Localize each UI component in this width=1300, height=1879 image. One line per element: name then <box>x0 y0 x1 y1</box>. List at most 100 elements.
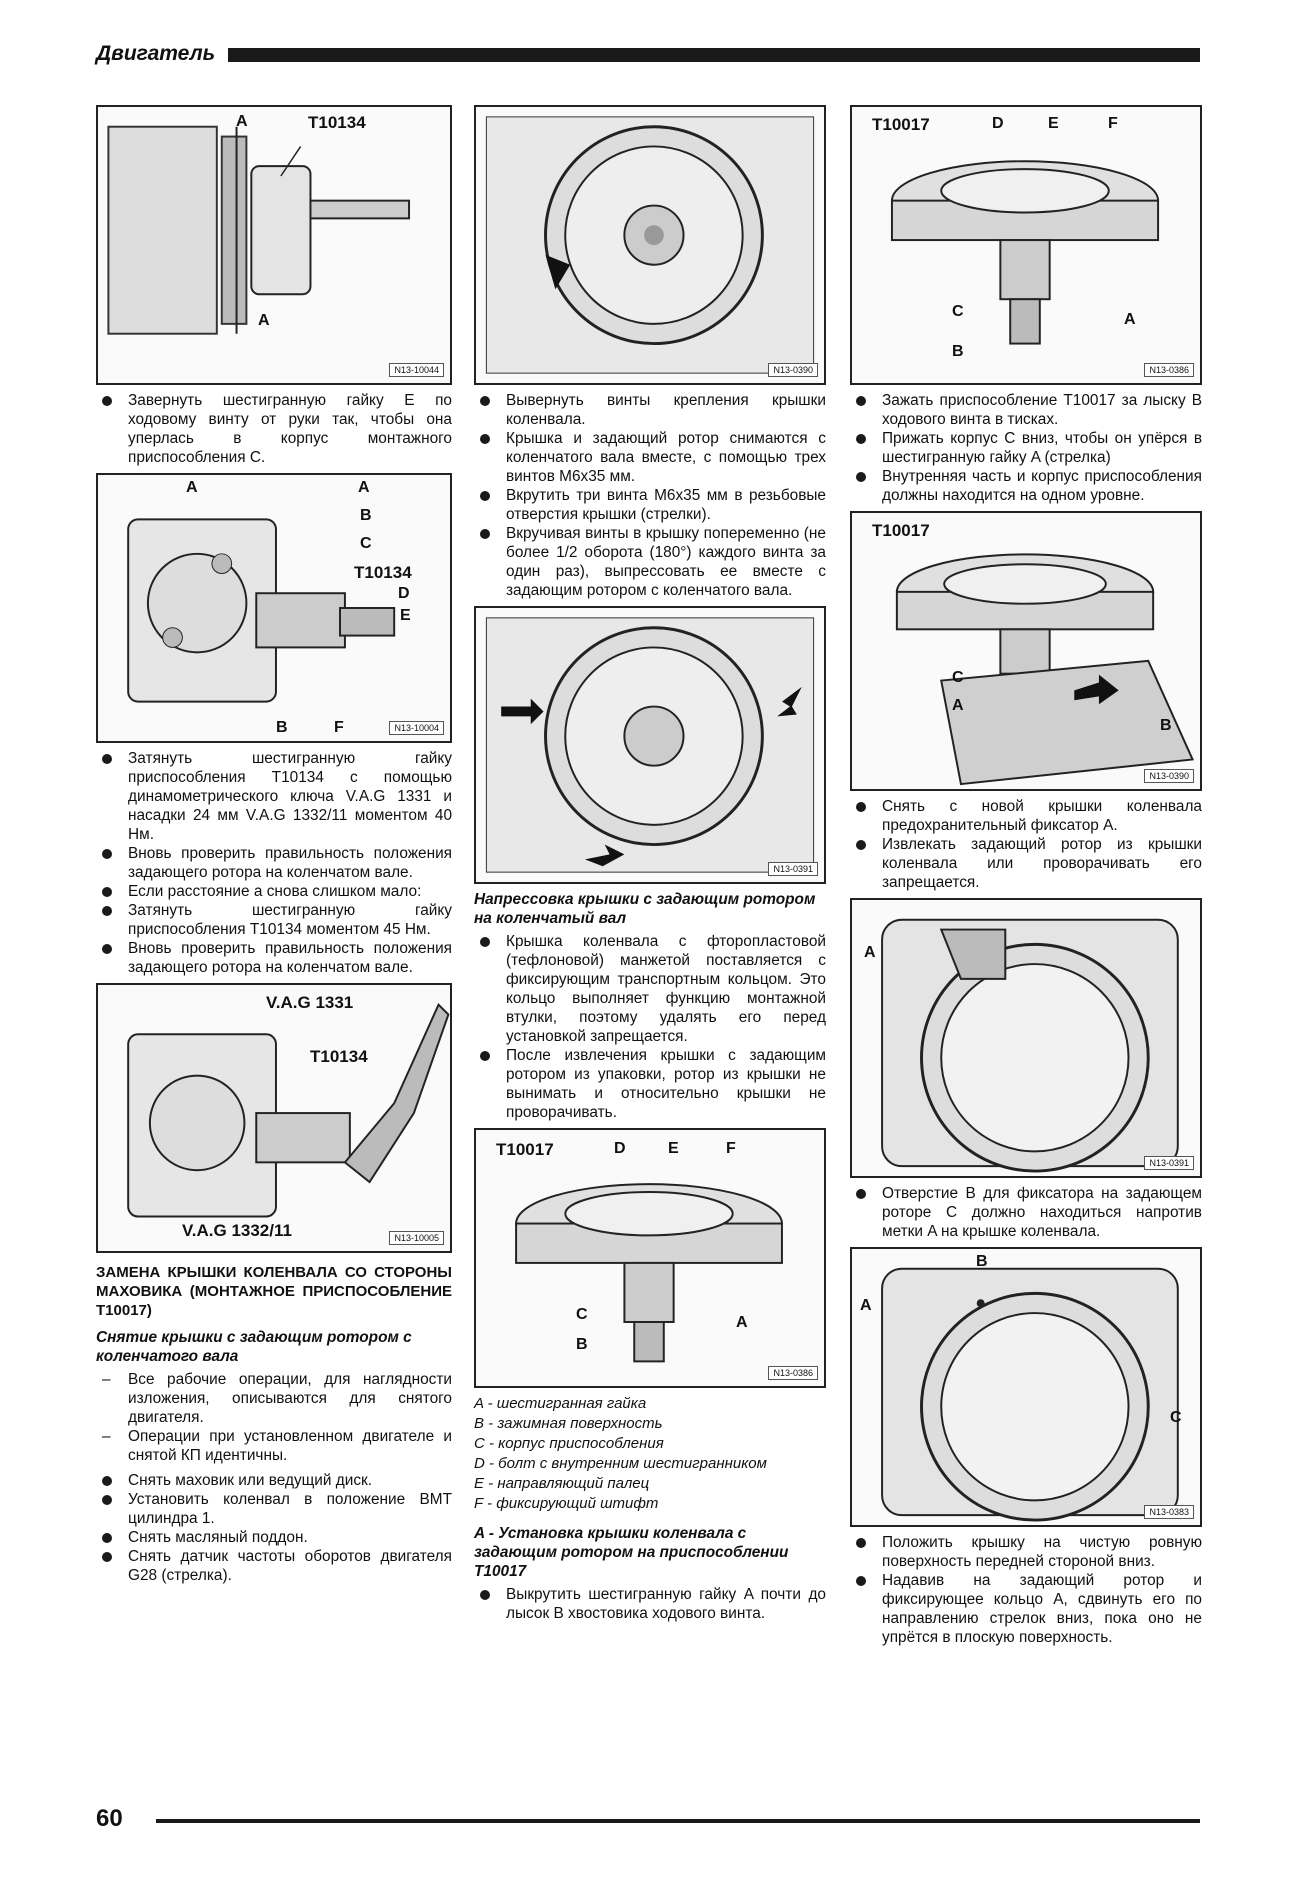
list-item: Снять датчик частоты оборотов двигателя … <box>96 1547 452 1585</box>
list-item: Все рабочие операции, для наглядности из… <box>96 1370 452 1427</box>
list-item: Вкрутить три винта M6x35 мм в резьбовые … <box>474 486 826 524</box>
column-2: N13-0390 Вывернуть винты крепления крышк… <box>474 105 826 1629</box>
list-item: Положить крышку на чистую ровную поверхн… <box>850 1533 1202 1571</box>
figure-label: T10017 <box>496 1140 554 1159</box>
figure-label: B <box>360 507 372 524</box>
figure-label: E <box>400 607 411 624</box>
figure-label: C <box>360 535 372 552</box>
figure-label: T10017 <box>872 115 930 134</box>
instruction-list: Снять с новой крышки коленвала предохран… <box>850 797 1202 892</box>
figure-drawing <box>485 617 815 873</box>
figure-label: C <box>576 1306 588 1323</box>
figure-drawing <box>127 518 396 703</box>
instruction-list: Отверстие B для фиксатора на задающем ро… <box>850 1184 1202 1241</box>
section-heading: ЗАМЕНА КРЫШКИ КОЛЕНВАЛА СО СТОРОНЫ МАХОВ… <box>96 1264 452 1319</box>
subsection-heading: Снятие крышки с задающим ротором с колен… <box>96 1329 412 1365</box>
figure-tool-t10017: T10017 D E F C A B N13-0386 <box>474 1128 826 1388</box>
figure-code: N13-10005 <box>389 1231 444 1245</box>
figure-label: E <box>1048 115 1059 132</box>
figure-label: C <box>952 669 964 686</box>
list-item: Зажать приспособление T10017 за лыску B … <box>850 391 1202 429</box>
figure-label: C <box>1170 1409 1182 1426</box>
figure-label: C <box>952 303 964 320</box>
legend-item: D - болт с внутренним шестигранником <box>474 1455 767 1472</box>
legend-item: E - направляющий палец <box>474 1475 650 1492</box>
list-item: Извлекать задающий ротор из крышки колен… <box>850 835 1202 892</box>
figure-crankshaft-cover: N13-0390 <box>474 105 826 385</box>
figure-label: A <box>358 479 370 496</box>
figure-code: N13-10004 <box>389 721 444 735</box>
page-header: Двигатель <box>96 42 1200 68</box>
column-1: A T10134 A N13-10044 Завернуть шестигран… <box>96 105 452 1591</box>
figure-tool-t10134-side: A T10134 A N13-10044 <box>96 105 452 385</box>
list-item: Прижать корпус C вниз, чтобы он упёрся в… <box>850 429 1202 467</box>
instruction-list: Затянуть шестигранную гайку приспособлен… <box>96 749 452 977</box>
figure-label: E <box>668 1140 679 1157</box>
figure-drawing <box>890 160 1160 345</box>
figure-label: F <box>1108 115 1118 132</box>
list-item: После извлечения крышки с задающим ротор… <box>474 1046 826 1122</box>
instruction-list: Завернуть шестигранную гайку E по ходово… <box>96 391 452 467</box>
figure-label: V.A.G 1331 <box>266 993 354 1012</box>
figure-legend: A - шестигранная гайка B - зажимная пове… <box>474 1394 826 1514</box>
figure-label: A <box>236 113 248 130</box>
instruction-list: Положить крышку на чистую ровную поверхн… <box>850 1533 1202 1647</box>
list-item: Крышка и задающий ротор снимаются с коле… <box>474 429 826 486</box>
list-item: Установить коленвал в положение ВМТ цили… <box>96 1490 452 1528</box>
figure-torque-wrench: V.A.G 1331 T10134 V.A.G 1332/11 N13-1000… <box>96 983 452 1253</box>
figure-code: N13-0390 <box>768 363 818 377</box>
list-item: Вновь проверить правильность положения з… <box>96 844 452 882</box>
figure-label: B <box>276 719 288 736</box>
figure-drawing <box>127 1002 450 1218</box>
figure-tool-t10017-vise: T10017 C A B N13-0390 <box>850 511 1202 791</box>
subsection-heading: Напрессовка крышки с задающим ротором на… <box>474 891 816 927</box>
figure-tool-t10134-front: A A B C T10134 D E B F N13-10004 <box>96 473 452 743</box>
figure-label: D <box>614 1140 626 1157</box>
page-number: 60 <box>96 1805 123 1832</box>
figure-label: V.A.G 1332/11 <box>182 1221 292 1240</box>
list-item: Отверстие B для фиксатора на задающем ро… <box>850 1184 1202 1241</box>
figure-label: A <box>736 1314 748 1331</box>
instruction-list: Снять маховик или ведущий диск. Установи… <box>96 1471 452 1585</box>
legend-item: B - зажимная поверхность <box>474 1415 663 1432</box>
instruction-list: Зажать приспособление T10017 за лыску B … <box>850 391 1202 505</box>
instruction-list: Выкрутить шестигранную гайку A почти до … <box>474 1585 826 1623</box>
figure-label: B <box>952 343 964 360</box>
list-item: Затянуть шестигранную гайку приспособлен… <box>96 901 452 939</box>
instruction-list: Вывернуть винты крепления крышки коленва… <box>474 391 826 600</box>
subsection-heading: A - Установка крышки коленвала с задающи… <box>474 1525 789 1580</box>
legend-item: F - фиксирующий штифт <box>474 1495 659 1512</box>
legend-item: A - шестигранная гайка <box>474 1395 647 1412</box>
figure-label: A <box>1124 311 1136 328</box>
figure-label: T10134 <box>354 563 412 582</box>
figure-cover-marks: B A C N13-0383 <box>850 1247 1202 1527</box>
figure-label: A <box>860 1297 872 1314</box>
list-item: Операции при установленном двигателе и с… <box>96 1427 452 1465</box>
figure-code: N13-10044 <box>389 363 444 377</box>
column-3: T10017 D E F C A B N13-0386 Зажать присп… <box>850 105 1202 1653</box>
figure-drawing <box>895 553 1195 786</box>
list-item: Завернуть шестигранную гайку E по ходово… <box>96 391 452 467</box>
figure-code: N13-0386 <box>1144 363 1194 377</box>
figure-label: A <box>186 479 198 496</box>
header-rule <box>228 48 1200 62</box>
figure-cover-with-clip: A N13-0391 <box>850 898 1202 1178</box>
list-item: Снять маховик или ведущий диск. <box>96 1471 452 1490</box>
figure-crankshaft-cover-arrows: N13-0391 <box>474 606 826 884</box>
figure-label: B <box>576 1336 588 1353</box>
figure-code: N13-0391 <box>1144 1156 1194 1170</box>
figure-label: D <box>992 115 1004 132</box>
figure-drawing <box>881 1267 1179 1522</box>
list-item: Если расстояние a снова слишком мало: <box>96 882 452 901</box>
figure-code: N13-0386 <box>768 1366 818 1380</box>
list-item: Снять с новой крышки коленвала предохран… <box>850 797 1202 835</box>
dash-list: Все рабочие операции, для наглядности из… <box>96 1370 452 1465</box>
figure-code: N13-0390 <box>1144 769 1194 783</box>
figure-drawing <box>485 116 815 374</box>
list-item: Затянуть шестигранную гайку приспособлен… <box>96 749 452 844</box>
figure-drawing <box>107 125 411 335</box>
section-title: Двигатель <box>96 42 216 65</box>
figure-code: N13-0391 <box>768 862 818 876</box>
figure-label: A <box>864 944 876 961</box>
list-item: Внутренняя часть и корпус приспособления… <box>850 467 1202 505</box>
